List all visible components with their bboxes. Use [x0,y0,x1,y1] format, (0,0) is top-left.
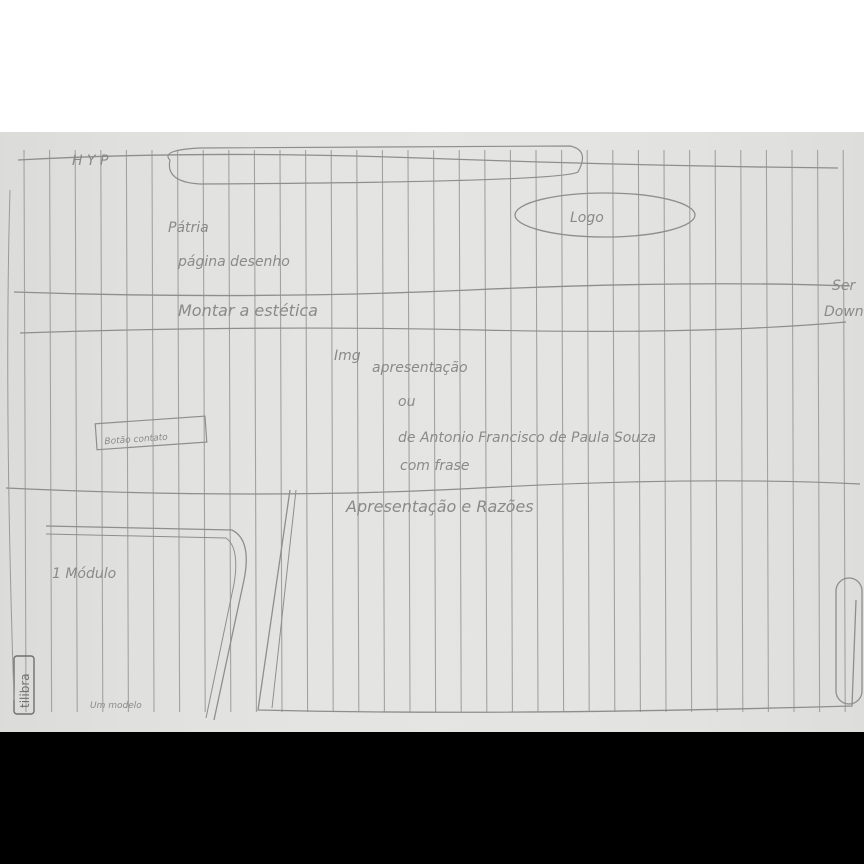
brand-line: Pátria [168,220,209,236]
image-line-3: de Antonio Francisco de Paula Souza [398,430,656,446]
image-line-4: com frase [400,458,470,474]
brand-stamp: tilibra [18,673,32,708]
image-caption: Img [334,348,361,364]
image-line-2: ou [398,394,416,410]
bottom-black-bar [0,732,864,864]
section-title: Apresentação e Razões [345,497,534,516]
right-edge-top: Ser [832,278,857,294]
top-background [0,0,864,132]
module-label: 1 Módulo [52,566,116,582]
image-line-1: apresentação [372,360,468,376]
header-corner-text: H Y P [72,153,109,169]
right-edge-bottom: Down [824,304,864,320]
tagline: página desenho [177,254,290,270]
module-footer: Um modelo [90,701,142,711]
menu-text: Montar a estética [178,301,318,320]
logo-text: Logo [570,210,604,226]
